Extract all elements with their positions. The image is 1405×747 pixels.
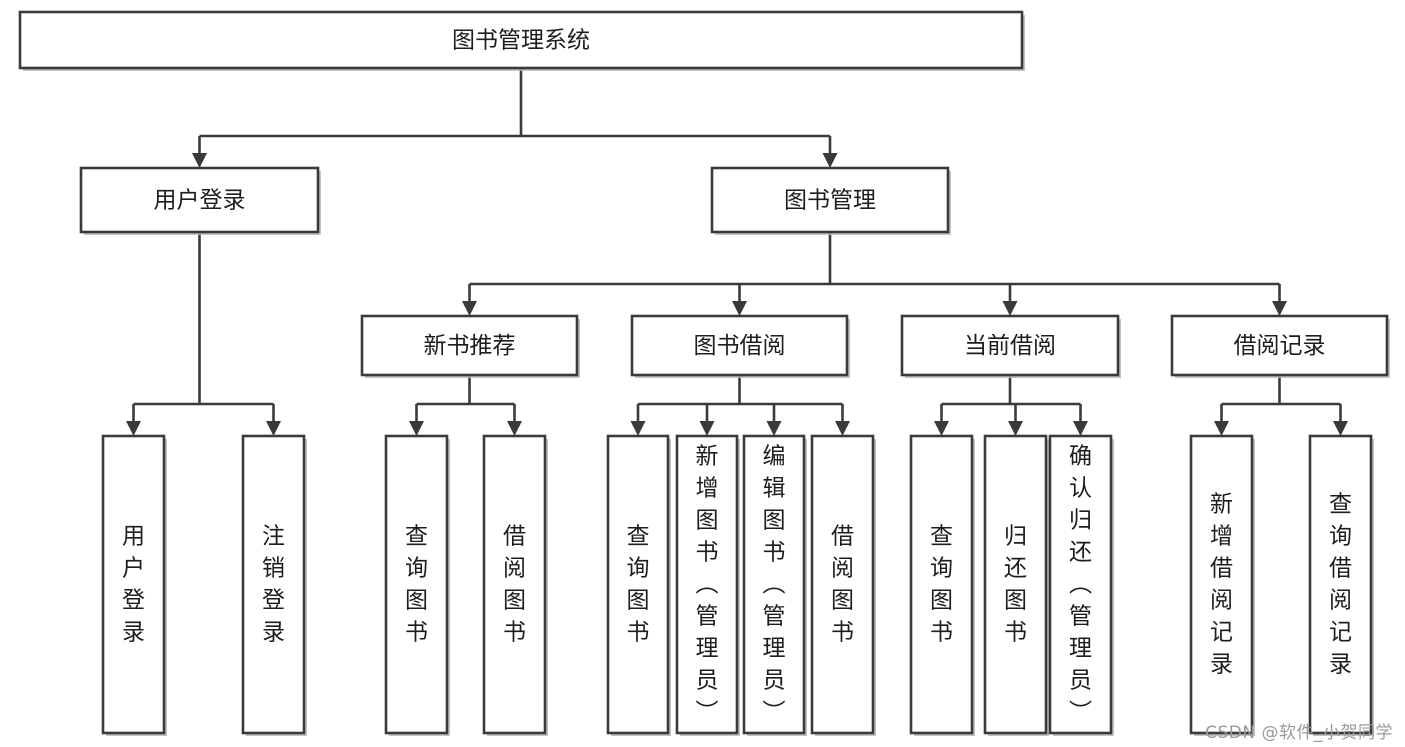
- arrow-head-icon: [192, 153, 207, 168]
- node-leaf-edit-book[interactable]: 编辑图书︵管理员︶: [742, 434, 807, 736]
- arrow-head-icon: [699, 421, 715, 436]
- arrow-head-icon: [766, 421, 782, 436]
- node-label: 查询图书: [627, 523, 650, 645]
- arrow-head-icon: [835, 421, 850, 436]
- arrow-head-icon: [1333, 421, 1348, 436]
- arrow-head-icon: [409, 421, 424, 436]
- node-label: 新增图书︵管理员︶: [696, 443, 719, 725]
- node-label: 注销登录: [262, 523, 285, 645]
- node-leaf-query-book-3[interactable]: 查询图书: [909, 434, 975, 736]
- node-user-login[interactable]: 用户登录: [79, 166, 321, 235]
- node-label: 查询图书: [930, 523, 953, 645]
- node-boxes-layer: 图书管理系统用户登录图书管理新书推荐图书借阅当前借阅借阅记录用户登录注销登录查询…: [18, 10, 1390, 736]
- node-label: 图书管理系统: [452, 28, 590, 54]
- node-label: 当前借阅: [964, 333, 1056, 359]
- node-label: 查询图书: [405, 523, 428, 645]
- node-borrow-record[interactable]: 借阅记录: [1170, 314, 1390, 378]
- arrow-head-icon: [822, 153, 838, 168]
- node-label: 确认归还︵管理员︶: [1069, 443, 1092, 725]
- arrow-head-icon: [126, 421, 141, 436]
- arrow-head-icon: [1008, 421, 1023, 436]
- node-current-borrow[interactable]: 当前借阅: [900, 314, 1121, 378]
- node-label: 用户登录: [122, 523, 145, 645]
- node-leaf-add-book[interactable]: 新增图书︵管理员︶: [675, 434, 740, 736]
- arrow-head-icon: [462, 301, 477, 316]
- node-leaf-query-record[interactable]: 查询借阅记录: [1308, 434, 1374, 736]
- node-leaf-query-book-1[interactable]: 查询图书: [384, 434, 450, 736]
- arrow-head-icon: [1214, 421, 1229, 436]
- node-book-borrow[interactable]: 图书借阅: [630, 314, 850, 378]
- node-label: 图书管理: [784, 188, 876, 214]
- arrow-head-icon: [1073, 421, 1088, 436]
- node-label: 归还图书: [1004, 523, 1027, 645]
- node-label: 借阅图书: [503, 523, 526, 645]
- node-label: 用户登录: [154, 188, 246, 214]
- node-leaf-borrow-book-2[interactable]: 借阅图书: [810, 434, 876, 736]
- arrow-head-icon: [507, 421, 522, 436]
- node-leaf-logout[interactable]: 注销登录: [241, 434, 307, 736]
- node-root[interactable]: 图书管理系统: [18, 10, 1025, 71]
- node-leaf-confirm-return[interactable]: 确认归还︵管理员︶: [1048, 434, 1114, 736]
- node-book-manage[interactable]: 图书管理: [710, 166, 951, 235]
- node-label: 借阅图书: [831, 523, 854, 645]
- arrow-head-icon: [1272, 301, 1287, 316]
- node-leaf-return-book[interactable]: 归还图书: [983, 434, 1049, 736]
- connectors-layer: [126, 68, 1348, 436]
- node-leaf-add-record[interactable]: 新增借阅记录: [1189, 434, 1255, 736]
- arrow-head-icon: [1002, 301, 1018, 316]
- arrow-head-icon: [732, 301, 747, 316]
- node-leaf-user-login[interactable]: 用户登录: [101, 434, 167, 736]
- node-leaf-query-book-2[interactable]: 查询图书: [606, 434, 671, 736]
- node-leaf-borrow-book-1[interactable]: 借阅图书: [482, 434, 548, 736]
- arrow-head-icon: [630, 421, 646, 436]
- node-new-book-rec[interactable]: 新书推荐: [360, 314, 580, 378]
- node-label: 编辑图书︵管理员︶: [763, 443, 786, 725]
- node-label: 借阅记录: [1234, 333, 1326, 359]
- node-label: 查询借阅记录: [1329, 491, 1352, 677]
- node-label: 新增借阅记录: [1210, 491, 1233, 677]
- node-label: 新书推荐: [424, 333, 516, 359]
- arrow-head-icon: [266, 421, 281, 436]
- arrow-head-icon: [934, 421, 949, 436]
- node-label: 图书借阅: [694, 333, 786, 359]
